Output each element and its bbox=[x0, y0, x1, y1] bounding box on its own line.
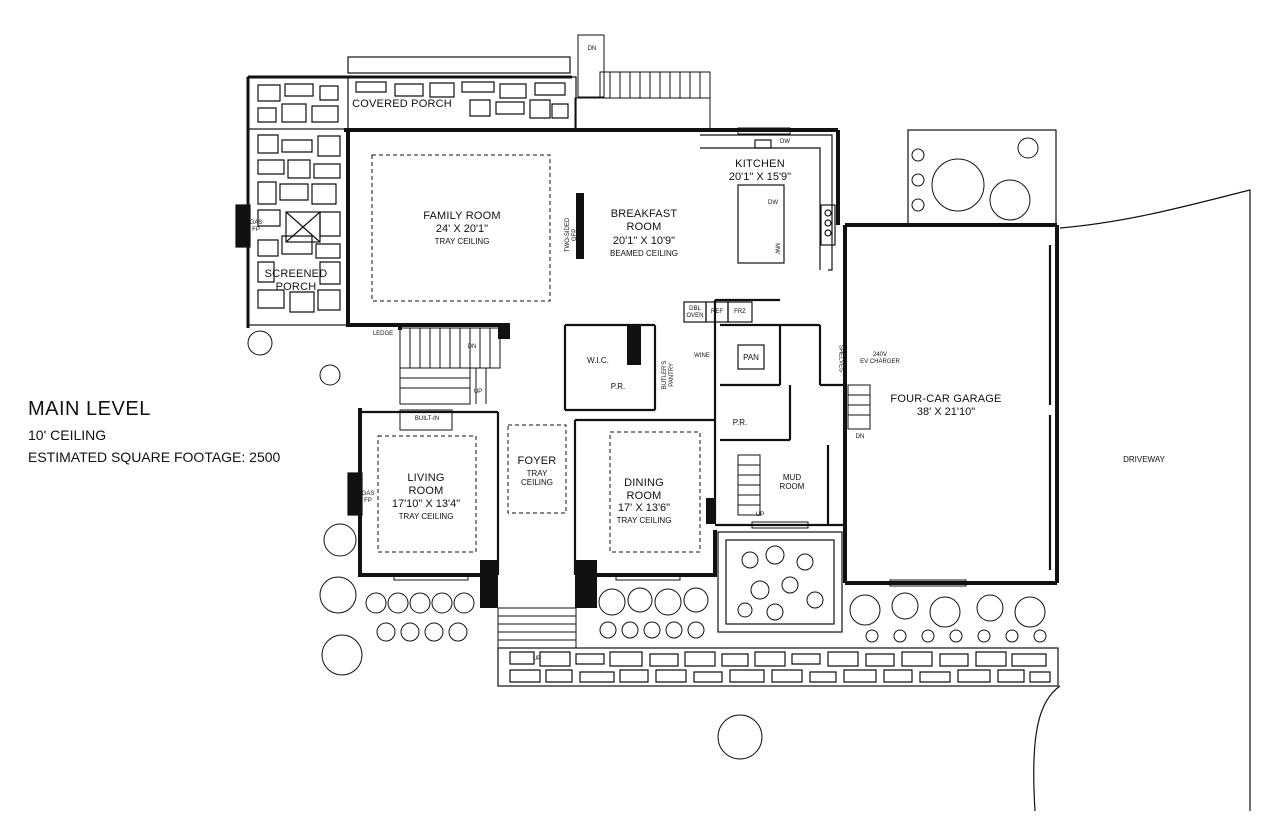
frz-label: FRZ bbox=[734, 309, 746, 315]
ev-charger-label: 240V EV CHARGER bbox=[860, 352, 900, 365]
foyer-note: TRAY CEILING bbox=[520, 469, 554, 488]
shelves-label: SHELVES bbox=[837, 344, 844, 373]
stair-up-label-mud: UP bbox=[755, 512, 765, 518]
powder-room-label-2: P.R. bbox=[732, 418, 748, 427]
gas-fp-label-living: GAS FP bbox=[361, 491, 375, 504]
driveway-label: DRIVEWAY bbox=[1123, 455, 1165, 464]
covered-porch-label: COVERED PORCH bbox=[352, 98, 452, 110]
living-room-name: LIVING ROOM bbox=[407, 472, 445, 497]
wine-label: WINE bbox=[694, 353, 710, 359]
family-room-name: FAMILY ROOM bbox=[423, 210, 501, 222]
pantry-label: PAN bbox=[743, 353, 759, 362]
garage-dimensions: 38' X 21'10" bbox=[916, 406, 976, 418]
garage-name: FOUR-CAR GARAGE bbox=[890, 393, 1002, 405]
living-room-note: TRAY CEILING bbox=[398, 512, 454, 521]
plan-ceiling: 10' CEILING bbox=[28, 427, 107, 443]
wic-label: W.I.C. bbox=[587, 356, 609, 365]
island-dishwasher-label: DW bbox=[768, 200, 778, 206]
plan-square-footage: ESTIMATED SQUARE FOOTAGE: 2500 bbox=[28, 449, 281, 465]
family-room-dimensions: 24' X 20'1" bbox=[435, 223, 489, 235]
dishwasher-label: DW bbox=[780, 139, 790, 145]
dining-room-name: DINING ROOM bbox=[624, 477, 664, 502]
dining-room-dimensions: 17' X 13'6" bbox=[617, 502, 671, 514]
mud-room-label: MUD ROOM bbox=[779, 473, 805, 492]
family-room-note: TRAY CEILING bbox=[434, 237, 490, 246]
dining-room-note: TRAY CEILING bbox=[616, 516, 672, 525]
foyer-name: FOYER bbox=[517, 455, 557, 467]
kitchen-name: KITCHEN bbox=[735, 158, 785, 170]
ledge-label: LEDGE bbox=[372, 331, 394, 337]
dbl-oven-label: DBL OVEN bbox=[686, 306, 704, 319]
stair-down-label-deck: DN bbox=[587, 46, 597, 52]
living-room-dimensions: 17'10" X 13'4" bbox=[391, 498, 461, 510]
plan-title: MAIN LEVEL bbox=[28, 398, 151, 420]
ref-label: REF bbox=[711, 309, 723, 315]
gas-fp-label-porch: GAS FP bbox=[249, 220, 263, 233]
plan-title-block: MAIN LEVEL 10' CEILING ESTIMATED SQUARE … bbox=[28, 398, 280, 465]
stair-down-label-1: DN bbox=[467, 344, 477, 350]
butlers-pantry-label: BUTLER'S PANTRY bbox=[662, 360, 675, 390]
powder-room-label-1: P.R. bbox=[610, 382, 626, 391]
breakfast-room-dimensions: 20'1" X 10'9" bbox=[612, 235, 676, 247]
stair-up-label-front: UP bbox=[532, 656, 542, 662]
breakfast-room-name: BREAKFAST ROOM bbox=[610, 208, 678, 233]
built-in-label: BUILT-IN bbox=[414, 416, 440, 422]
microwave-label: MW bbox=[773, 243, 780, 254]
covered-porch-area bbox=[246, 56, 577, 328]
stair-up-label-1: UP bbox=[473, 389, 483, 395]
two-sided-gfp-label: TWO-SIDED GFP bbox=[565, 217, 578, 253]
screened-porch-label: SCREENED PORCH bbox=[264, 268, 328, 293]
stair-down-label-garage: DN bbox=[855, 434, 865, 440]
kitchen-dimensions: 20'1" X 15'9" bbox=[728, 171, 792, 183]
breakfast-room-note: BEAMED CEILING bbox=[609, 249, 679, 258]
